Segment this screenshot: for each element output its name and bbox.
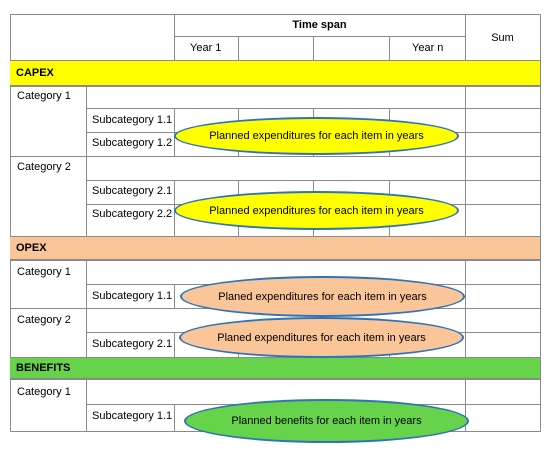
capex-title: CAPEX bbox=[16, 67, 54, 79]
benefits-ellipse-text: Planned benefits for each item in years bbox=[231, 415, 422, 427]
time-span-header: Time span bbox=[292, 19, 347, 31]
sum-header: Sum bbox=[491, 32, 514, 44]
opex-header-row: OPEX bbox=[10, 236, 540, 260]
opex-category-1: Category 1 bbox=[17, 266, 71, 278]
opex-title: OPEX bbox=[16, 242, 47, 254]
opex-planned-expenditures-ellipse-1: Planed expenditures for each item in yea… bbox=[180, 276, 465, 317]
opex-subcategory-2-1: Subcategory 2.1 bbox=[92, 338, 173, 350]
year-last-header: Year n bbox=[412, 42, 444, 54]
opex-ellipse-1-text: Planed expenditures for each item in yea… bbox=[218, 290, 427, 303]
opex-ellipse-2-text: Planed expenditures for each item in yea… bbox=[217, 331, 426, 344]
opex-planned-expenditures-ellipse-2: Planed expenditures for each item in yea… bbox=[179, 317, 464, 358]
benefits-title: BENEFITS bbox=[16, 362, 71, 374]
capex-planned-expenditures-ellipse-1: Planned expenditures for each item in ye… bbox=[174, 117, 459, 155]
capex-subcategory-2-2: Subcategory 2.2 bbox=[92, 208, 173, 220]
capex-subcategory-2-1: Subcategory 2.1 bbox=[92, 185, 173, 197]
opex-subcategory-1-1: Subcategory 1.1 bbox=[92, 290, 173, 302]
capex-subcategory-1-2: Subcategory 1.2 bbox=[92, 137, 173, 149]
capex-ellipse-2-text: Planned expenditures for each item in ye… bbox=[209, 204, 424, 217]
benefits-planned-benefits-ellipse: Planned benefits for each item in years bbox=[184, 399, 469, 443]
benefits-subcategory-1-1: Subcategory 1.1 bbox=[92, 410, 173, 422]
capex-planned-expenditures-ellipse-2: Planned expenditures for each item in ye… bbox=[174, 191, 459, 230]
capex-subcategory-1-1: Subcategory 1.1 bbox=[92, 114, 173, 126]
benefits-category-1: Category 1 bbox=[17, 386, 71, 398]
capex-category-2: Category 2 bbox=[17, 161, 71, 173]
benefits-header-row: BENEFITS bbox=[10, 357, 540, 379]
opex-category-2: Category 2 bbox=[17, 314, 71, 326]
capex-category-1: Category 1 bbox=[17, 90, 71, 102]
capex-ellipse-1-text: Planned expenditures for each item in ye… bbox=[209, 130, 424, 142]
capex-header-row: CAPEX bbox=[10, 60, 540, 86]
year-first-header: Year 1 bbox=[190, 42, 222, 54]
